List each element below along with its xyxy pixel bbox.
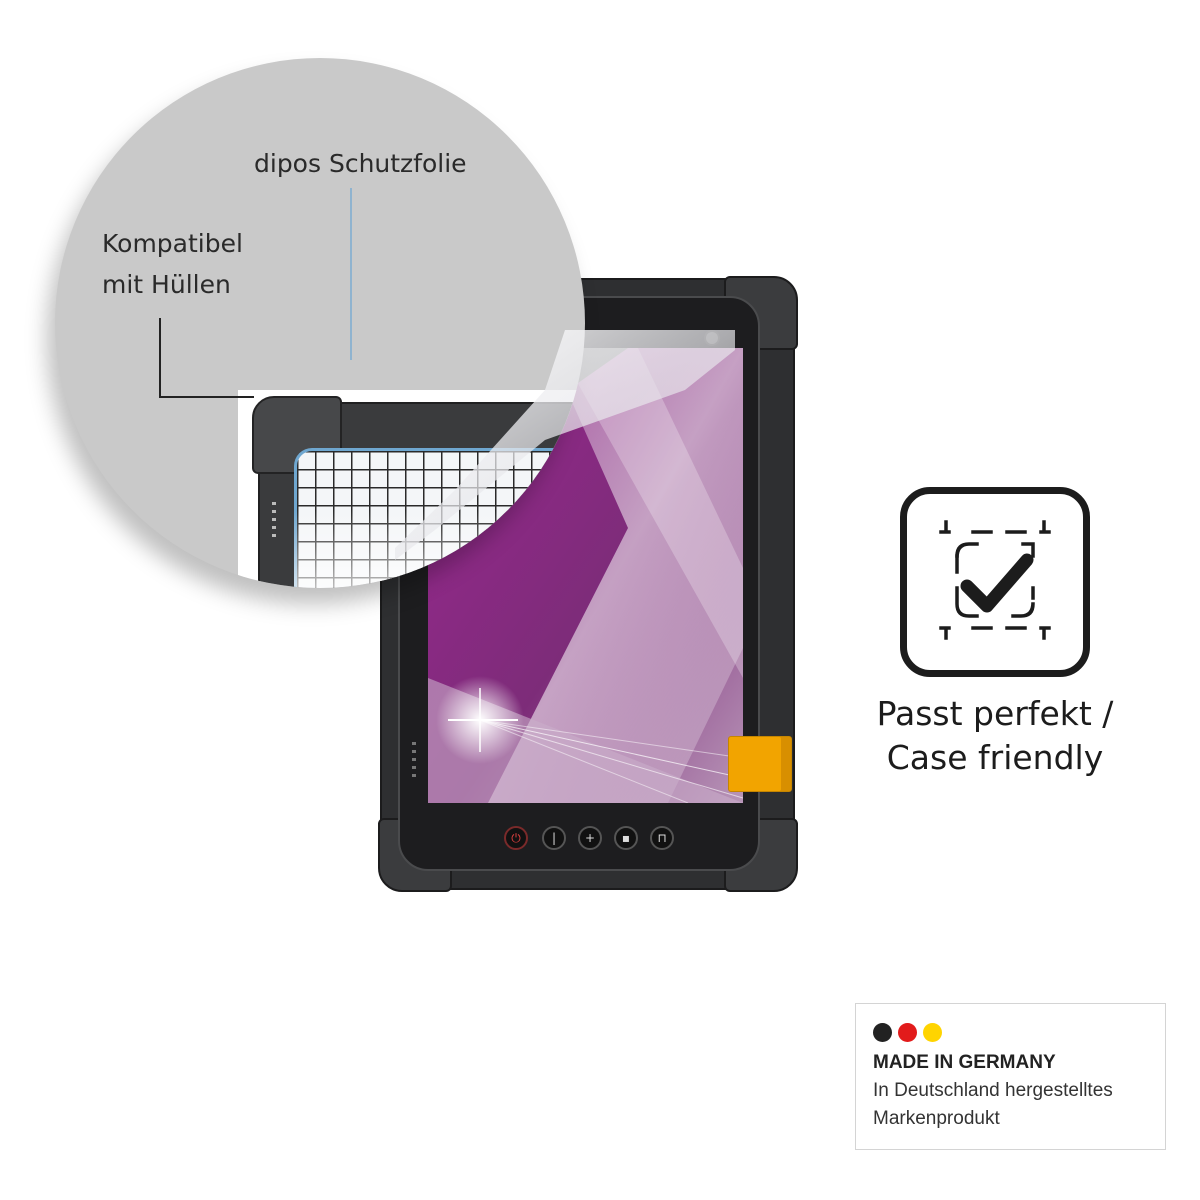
feature-caption-line2: Case friendly (886, 738, 1104, 777)
power-icon[interactable]: ⏻ (504, 826, 528, 850)
label-case-compatible-line1: Kompatibel (102, 229, 243, 258)
home-icon[interactable]: ▪ (614, 826, 638, 850)
check-icon (939, 520, 1051, 640)
function-icon[interactable]: ⊓ (650, 826, 674, 850)
zoomed-speaker-holes (272, 502, 276, 540)
tablet-button-row: ⏻ | + ▪ ⊓ (490, 826, 690, 854)
zoomed-tablet-corner (238, 390, 585, 588)
label-screen-protector: dipos Schutzfolie (254, 149, 467, 178)
flag-dot-red-icon (898, 1023, 917, 1042)
magnifier-detail-circle (55, 58, 585, 588)
badge-text-line1: In Deutschland hergestelltes (873, 1080, 1113, 1101)
speaker-holes (412, 742, 416, 782)
feature-caption-line1: Passt perfekt / (876, 694, 1114, 733)
flag-dot-black-icon (873, 1023, 892, 1042)
volume-up-icon[interactable]: + (578, 826, 602, 850)
film-peel-overlay (395, 330, 735, 560)
label-case-compatible-line2: mit Hüllen (102, 270, 231, 299)
volume-down-icon[interactable]: | (542, 826, 566, 850)
made-in-germany-badge: MADE IN GERMANY In Deutschland hergestel… (855, 1003, 1166, 1150)
case-callout-line-horizontal (159, 396, 254, 398)
flag-dot-gold-icon (923, 1023, 942, 1042)
case-friendly-check-icon (900, 487, 1090, 677)
badge-text-line2: Markenprodukt (873, 1108, 1000, 1129)
protector-callout-line (350, 188, 352, 360)
feature-caption: Passt perfekt / Case friendly (830, 692, 1160, 780)
case-callout-line-vertical (159, 318, 161, 397)
badge-title: MADE IN GERMANY (873, 1052, 1056, 1073)
protector-pull-tab (728, 736, 792, 792)
